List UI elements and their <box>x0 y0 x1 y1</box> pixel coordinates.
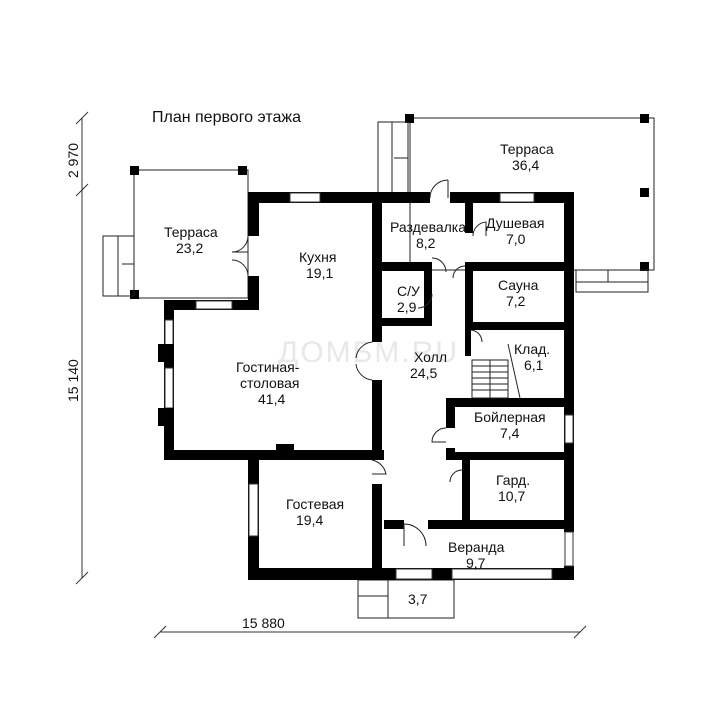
svg-text:Гостиная-: Гостиная- <box>236 359 300 375</box>
room-labels: Терраса 23,2 Кухня 19,1 Гостиная- столов… <box>164 141 554 607</box>
svg-text:Сауна: Сауна <box>498 277 539 293</box>
room-porch: 3,7 <box>408 591 428 607</box>
room-kitchen: Кухня 19,1 <box>299 249 336 281</box>
svg-text:7,2: 7,2 <box>506 293 526 309</box>
dimension-lines <box>75 111 587 639</box>
plan-title: План первого этажа <box>152 109 301 126</box>
room-veranda: Веранда 9,7 <box>448 539 505 571</box>
dimension-height: 15 140 <box>65 359 81 402</box>
room-wc: С/У 2,9 <box>397 283 420 315</box>
dimension-width: 15 880 <box>242 615 285 631</box>
svg-text:Бойлерная: Бойлерная <box>474 409 546 425</box>
room-shower: Душевая 7,0 <box>486 215 544 247</box>
stairs <box>471 343 521 399</box>
svg-text:Веранда: Веранда <box>448 539 505 555</box>
svg-text:Кухня: Кухня <box>299 249 336 265</box>
svg-text:10,7: 10,7 <box>498 488 525 504</box>
svg-text:2,9: 2,9 <box>397 299 417 315</box>
svg-text:23,2: 23,2 <box>176 240 203 256</box>
svg-text:3,7: 3,7 <box>408 591 428 607</box>
svg-text:41,4: 41,4 <box>258 391 285 407</box>
room-sauna: Сауна 7,2 <box>498 277 539 309</box>
watermark: ДОМБМ.RU <box>278 336 459 369</box>
svg-text:36,4: 36,4 <box>512 157 539 173</box>
svg-text:Терраса: Терраса <box>164 224 218 240</box>
room-guest: Гостевая 19,4 <box>286 496 344 528</box>
room-living-dining: Гостиная- столовая 41,4 <box>236 359 300 407</box>
svg-text:Гард.: Гард. <box>496 472 530 488</box>
window-posts <box>158 344 174 426</box>
room-terrace-left: Терраса 23,2 <box>164 224 218 256</box>
svg-text:Раздевалка: Раздевалка <box>390 219 466 235</box>
svg-text:столовая: столовая <box>240 375 300 391</box>
svg-text:8,2: 8,2 <box>416 235 436 251</box>
svg-text:Терраса: Терраса <box>500 141 554 157</box>
dimension-top-offset: 2 970 <box>65 143 81 178</box>
svg-text:19,1: 19,1 <box>306 265 333 281</box>
svg-text:Холл: Холл <box>414 349 447 365</box>
room-boiler: Бойлерная 7,4 <box>474 409 546 441</box>
svg-text:24,5: 24,5 <box>410 365 437 381</box>
svg-text:6,1: 6,1 <box>524 357 544 373</box>
svg-text:7,0: 7,0 <box>506 231 526 247</box>
room-wardrobe: Гард. 10,7 <box>496 472 530 504</box>
svg-text:Душевая: Душевая <box>486 215 544 231</box>
doors <box>231 179 487 547</box>
svg-text:19,4: 19,4 <box>296 512 323 528</box>
interior-walls <box>276 192 574 580</box>
svg-text:9,7: 9,7 <box>466 555 486 571</box>
room-storage: Клад. 6,1 <box>514 341 550 373</box>
svg-text:Гостевая: Гостевая <box>286 496 344 512</box>
svg-text:Клад.: Клад. <box>514 341 550 357</box>
room-terrace-right: Терраса 36,4 <box>500 141 554 173</box>
room-hall: Холл 24,5 <box>410 349 447 381</box>
windows <box>164 192 574 580</box>
svg-text:7,4: 7,4 <box>500 425 520 441</box>
svg-text:С/У: С/У <box>397 283 420 299</box>
room-dressing: Раздевалка 8,2 <box>390 219 466 251</box>
